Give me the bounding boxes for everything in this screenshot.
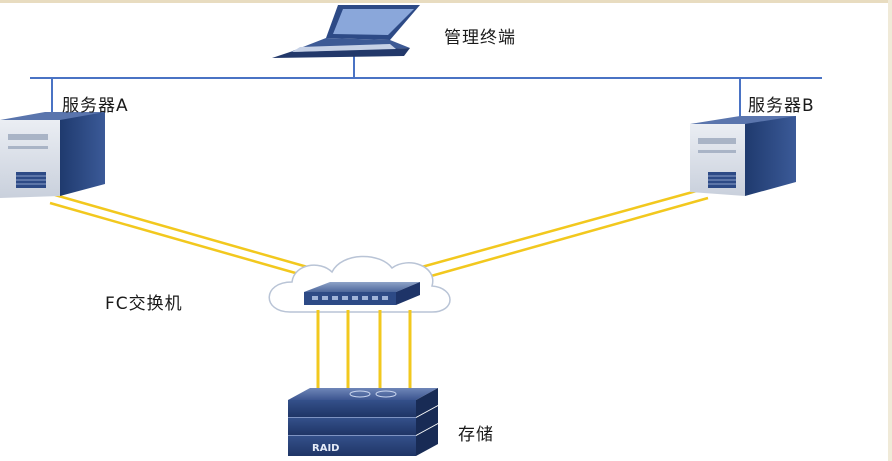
fc-link-server-b bbox=[417, 188, 709, 280]
network-switch-icon bbox=[304, 282, 420, 305]
server-icon bbox=[690, 116, 796, 196]
raid-storage-icon: RAID bbox=[288, 388, 438, 456]
server-b-label: 服务器B bbox=[748, 96, 815, 116]
ethernet-bus bbox=[30, 55, 822, 120]
fc-switch-label: FC交换机 bbox=[105, 294, 183, 314]
server-icon bbox=[0, 112, 105, 198]
storage-label: 存储 bbox=[458, 425, 494, 445]
laptop-icon bbox=[272, 5, 420, 58]
storage-device-text: RAID bbox=[312, 443, 339, 454]
top-border bbox=[0, 0, 892, 3]
fc-link-storage bbox=[316, 310, 412, 392]
right-border bbox=[888, 0, 892, 461]
server-a-label: 服务器A bbox=[62, 96, 129, 116]
management-terminal-label: 管理终端 bbox=[444, 28, 516, 48]
fc-link-server-a bbox=[49, 193, 319, 280]
